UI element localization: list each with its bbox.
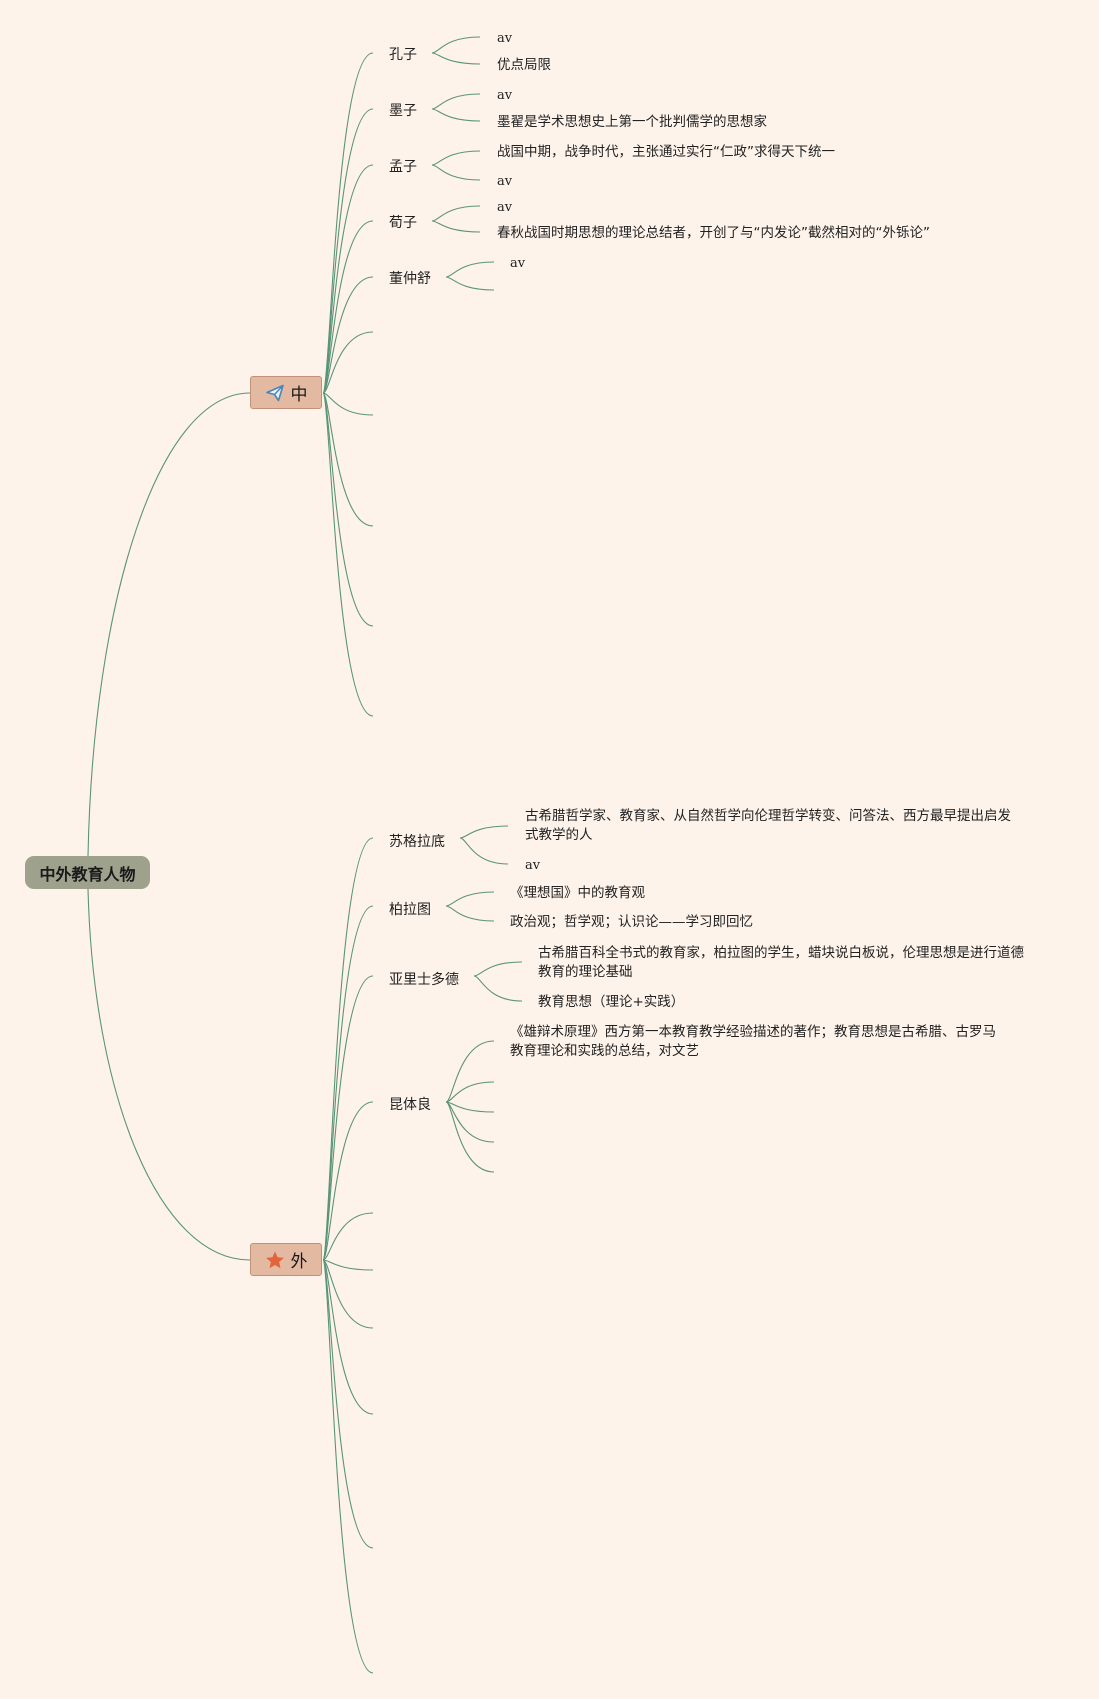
connector-note <box>459 825 509 839</box>
connector-foreign-child <box>322 1259 374 1271</box>
connector-note <box>431 205 481 222</box>
topic-mozi[interactable]: 墨子 <box>389 103 417 119</box>
note-xunzi-1[interactable]: av <box>497 200 513 215</box>
connector-foreign-child <box>322 1259 374 1415</box>
branch-topic-china[interactable]: 中 <box>250 376 322 409</box>
note-plato-1[interactable]: 《理想国》中的教育观 <box>510 885 645 901</box>
note-plato-2[interactable]: 政治观；哲学观；认识论——学习即回忆 <box>510 914 753 930</box>
connector-china-child <box>322 392 374 717</box>
root-topic-label: 中外教育人物 <box>39 864 136 884</box>
connector-note <box>445 1101 495 1143</box>
note-xunzi-2[interactable]: 春秋战国时期思想的理论总结者，开创了与“内发论”截然相对的“外铄论” <box>497 225 930 241</box>
root-topic[interactable]: 中外教育人物 <box>25 856 150 889</box>
connector-foreign-child <box>322 1101 374 1261</box>
topic-quintilian[interactable]: 昆体良 <box>389 1097 431 1113</box>
connector-note <box>431 93 481 110</box>
topic-kongzi[interactable]: 孔子 <box>389 47 417 63</box>
branch-topic-foreign[interactable]: 外 <box>250 1243 322 1276</box>
paper-plane-icon <box>265 384 284 401</box>
connector-china-child <box>322 331 374 394</box>
connector-foreign-child <box>322 1259 374 1674</box>
note-aristotle-2[interactable]: 教育思想（理论+实践） <box>538 994 685 1010</box>
connector-foreign-child <box>322 1259 374 1549</box>
connector-foreign-child <box>322 975 374 1261</box>
note-aristotle-1[interactable]: 古希腊百科全书式的教育家，柏拉图的学生，蜡块说白板说，伦理思想是进行道德教育的理… <box>538 945 1024 980</box>
branch-topic-label: 外 <box>290 1252 308 1272</box>
connector-note <box>431 150 481 166</box>
note-quintilian-1[interactable]: 《雄辩术原理》西方第一本教育教学经验描述的著作；教育思想是古希腊、古罗马教育理论… <box>510 1024 996 1059</box>
connector-note <box>445 276 495 291</box>
connector-note <box>473 961 523 977</box>
connector-note <box>445 891 495 907</box>
note-mozi-1[interactable]: av <box>497 88 513 103</box>
connector-foreign-child <box>322 905 374 1261</box>
topic-xunzi[interactable]: 荀子 <box>389 215 417 231</box>
connector-note <box>473 975 523 1002</box>
note-kongzi-2[interactable]: 优点局限 <box>497 57 551 73</box>
connector-root-foreign <box>87 888 251 1261</box>
note-mengzi-2[interactable]: av <box>497 174 513 189</box>
note-dongzhongshu-1[interactable]: av <box>510 256 526 271</box>
connector-china-child <box>322 392 374 527</box>
topic-aristotle[interactable]: 亚里士多德 <box>389 972 459 988</box>
connector-note <box>445 1040 495 1103</box>
connector-foreign-child <box>322 1259 374 1329</box>
topic-socrates[interactable]: 苏格拉底 <box>389 834 445 850</box>
note-socrates-1[interactable]: 古希腊哲学家、教育家、从自然哲学向伦理哲学转变、问答法、西方最早提出启发式教学的… <box>525 808 1011 843</box>
connector-note <box>431 220 481 233</box>
connector-note <box>445 1081 495 1103</box>
connector-foreign-child <box>322 1212 374 1261</box>
branch-topic-label: 中 <box>290 385 308 405</box>
note-socrates-2[interactable]: av <box>525 858 541 873</box>
connector-note <box>445 1101 495 1113</box>
connector-note <box>445 1101 495 1173</box>
connector-china-child <box>322 276 374 394</box>
connector-china-child <box>322 392 374 416</box>
note-kongzi-1[interactable]: av <box>497 31 513 46</box>
connector-note <box>431 52 481 65</box>
connector-note <box>445 261 495 278</box>
connector-note <box>459 837 509 865</box>
topic-plato[interactable]: 柏拉图 <box>389 902 431 918</box>
connector-note <box>431 36 481 54</box>
note-mozi-2[interactable]: 墨翟是学术思想史上第一个批判儒学的思想家 <box>497 114 767 130</box>
note-mengzi-1[interactable]: 战国中期，战争时代，主张通过实行“仁政”求得天下统一 <box>497 144 835 160</box>
topic-dongzhongshu[interactable]: 董仲舒 <box>389 271 431 287</box>
connector-note <box>431 164 481 181</box>
topic-mengzi[interactable]: 孟子 <box>389 159 417 175</box>
connector-note <box>445 905 495 922</box>
connector-note <box>431 108 481 122</box>
connector-root-china <box>87 392 251 857</box>
star-icon <box>265 1251 284 1268</box>
